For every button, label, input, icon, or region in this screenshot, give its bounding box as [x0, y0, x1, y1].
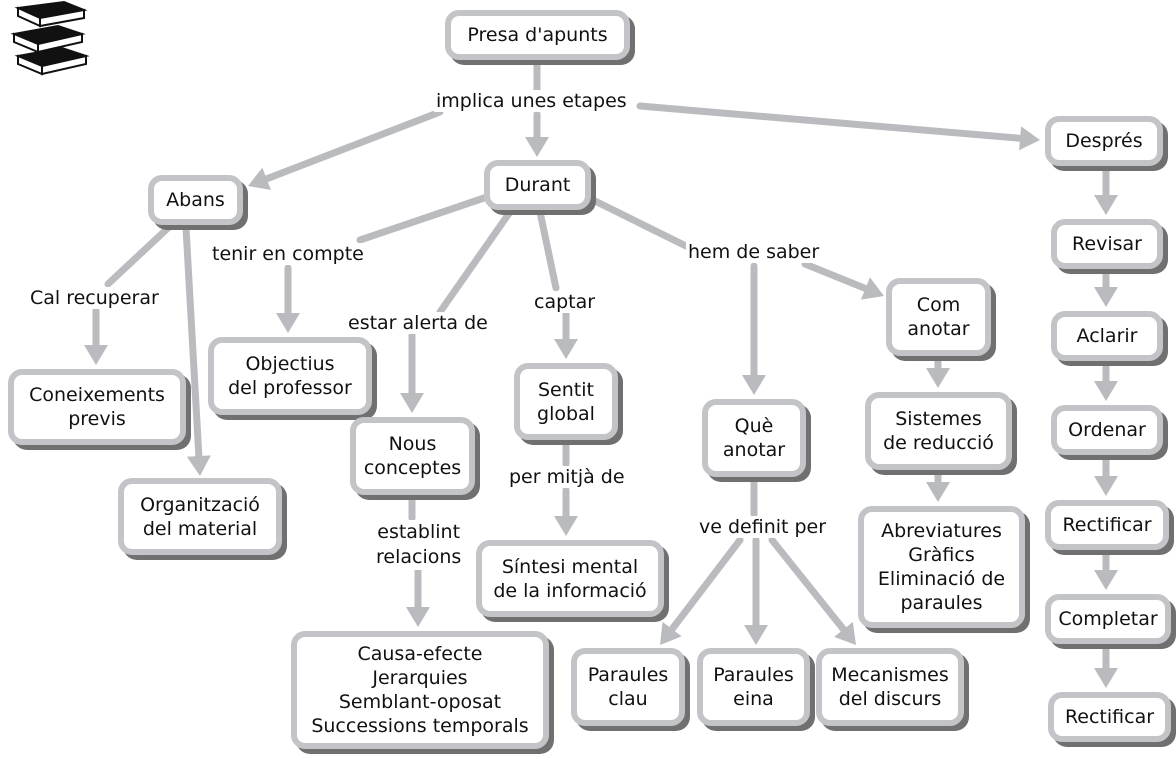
label-captar: captar: [532, 291, 598, 313]
node-presa-dapunts: Presa d'apunts: [445, 10, 630, 60]
arrow-to-paraules-eina-head: [744, 625, 768, 645]
arrow-to-coneixements-head: [84, 345, 108, 365]
arrow-to-revisar-head: [1094, 195, 1118, 215]
node-nous-conceptes: Nous conceptes: [350, 417, 475, 495]
node-coneixements-previs: Coneixements previs: [8, 369, 186, 445]
arrow-to-abans-line: [257, 108, 444, 185]
arrow-to-ordenar-head: [1094, 381, 1118, 401]
arrow-to-causa-head: [406, 607, 430, 627]
label-establint-relacions: establint relacions: [374, 520, 464, 570]
arrow-to-despres-line: [636, 102, 1030, 143]
arrow-to-mecanismes-head: [834, 621, 856, 645]
arrow-to-com-head: [860, 277, 884, 300]
node-relacions-tipus: Causa-efecte Jerarquies Semblant-oposat …: [291, 631, 549, 749]
label-hem-de-saber: hem de saber: [686, 241, 822, 263]
label-per-mitja-de: per mitjà de: [507, 466, 627, 488]
label-estar-alerta-de: estar alerta de: [346, 312, 490, 334]
node-organitzacio-del-material: Organització del material: [118, 478, 282, 555]
arrow-to-completar-head: [1094, 570, 1118, 590]
arrow-to-objectius-head: [276, 313, 300, 333]
arrow-to-sentit-head: [554, 339, 578, 359]
link-durant-captar: [536, 208, 560, 292]
label-tenir-en-compte: tenir en compte: [210, 243, 366, 265]
arrow-to-sistemes-head: [926, 368, 950, 388]
label-cal-recuperar: Cal recuperar: [28, 287, 161, 309]
node-paraules-clau: Paraules clau: [571, 648, 685, 726]
node-que-anotar: Què anotar: [702, 399, 806, 477]
node-completar: Completar: [1045, 594, 1171, 644]
node-rectificar-2: Rectificar: [1048, 692, 1171, 742]
arrow-to-organitzacio-head: [186, 455, 211, 476]
arrow-to-que-head: [742, 375, 766, 395]
node-ordenar: Ordenar: [1051, 405, 1163, 455]
arrow-to-paraules-clau-line: [664, 536, 744, 638]
arrow-to-rectificar-1-head: [1094, 476, 1118, 496]
link-durant-estar: [436, 208, 514, 316]
arrow-to-com-line: [801, 260, 875, 295]
node-abans: Abans: [148, 175, 243, 225]
node-objectius-del-professor: Objectius del professor: [208, 337, 372, 415]
node-sistemes-de-reduccio: Sistemes de reducció: [865, 392, 1012, 470]
stack-of-books-icon: [10, 0, 90, 76]
arrow-to-abans-head: [248, 167, 271, 191]
node-sentit-global: Sentit global: [514, 363, 618, 440]
arrow-to-rectificar-2-head: [1094, 668, 1118, 688]
node-despres: Després: [1045, 116, 1163, 166]
arrow-to-organitzacio-line: [182, 224, 203, 466]
node-sintesi-mental: Síntesi mental de la informació: [476, 540, 664, 617]
arrow-to-abreviatures-head: [926, 482, 950, 502]
label-implica-unes-etapes: implica unes etapes: [434, 90, 629, 112]
node-com-anotar: Com anotar: [886, 278, 991, 356]
link-durant-hem: [589, 196, 694, 252]
node-durant: Durant: [484, 160, 591, 210]
arrow-to-durant-head: [525, 137, 549, 157]
arrow-to-sintesi-head: [554, 516, 578, 536]
node-revisar: Revisar: [1051, 219, 1163, 269]
node-abreviatures: Abreviatures Gràfics Eliminació de parau…: [858, 506, 1025, 628]
node-paraules-eina: Paraules eina: [697, 648, 810, 726]
arrow-to-paraules-clau-head: [660, 621, 682, 645]
arrow-to-nous-head: [400, 393, 424, 413]
arrow-to-mecanismes-line: [768, 536, 851, 638]
link-durant-tenir: [356, 194, 488, 244]
node-mecanismes-del-discurs: Mecanismes del discurs: [816, 648, 964, 726]
arrow-to-aclarir-head: [1094, 287, 1118, 307]
node-aclarir: Aclarir: [1051, 311, 1163, 361]
arrow-to-despres-head: [1019, 126, 1040, 151]
link-abans-cal: [104, 224, 172, 288]
label-ve-definit-per: ve definit per: [697, 516, 829, 538]
node-rectificar-1: Rectificar: [1045, 500, 1169, 550]
